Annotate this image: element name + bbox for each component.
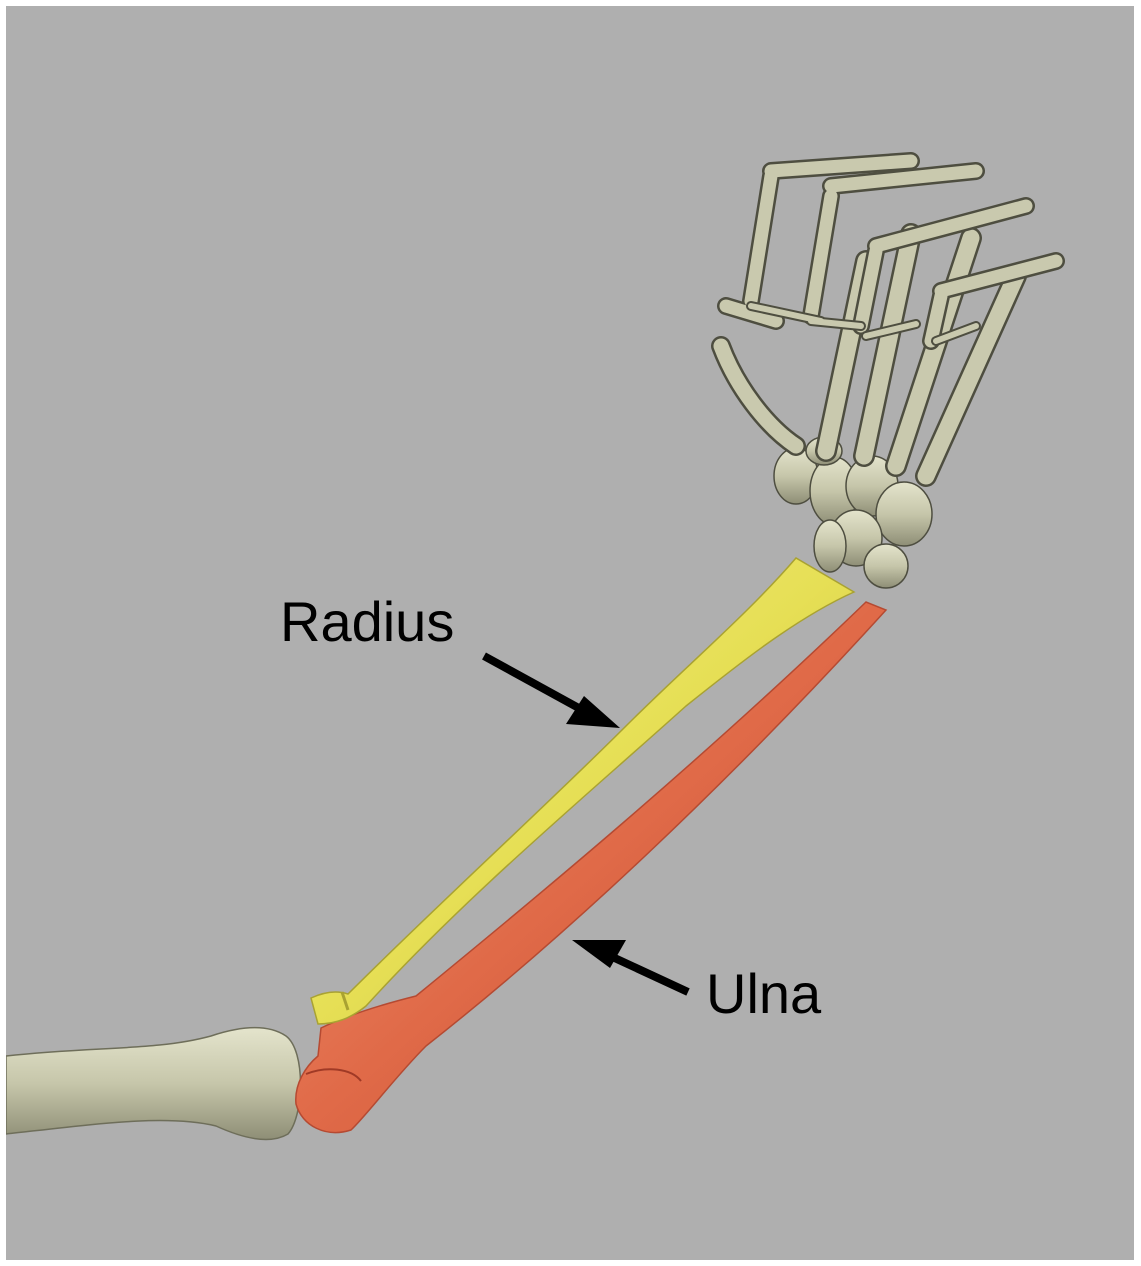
radius-arrow [484,656,620,728]
radius-label: Radius [280,594,454,650]
ulna-label: Ulna [706,966,821,1022]
ulna-bone [296,602,886,1132]
humerus [6,1028,301,1140]
forearm-illustration [6,6,1134,1260]
ulna-arrow [572,940,688,992]
diagram-canvas: Radius Ulna [6,6,1134,1260]
